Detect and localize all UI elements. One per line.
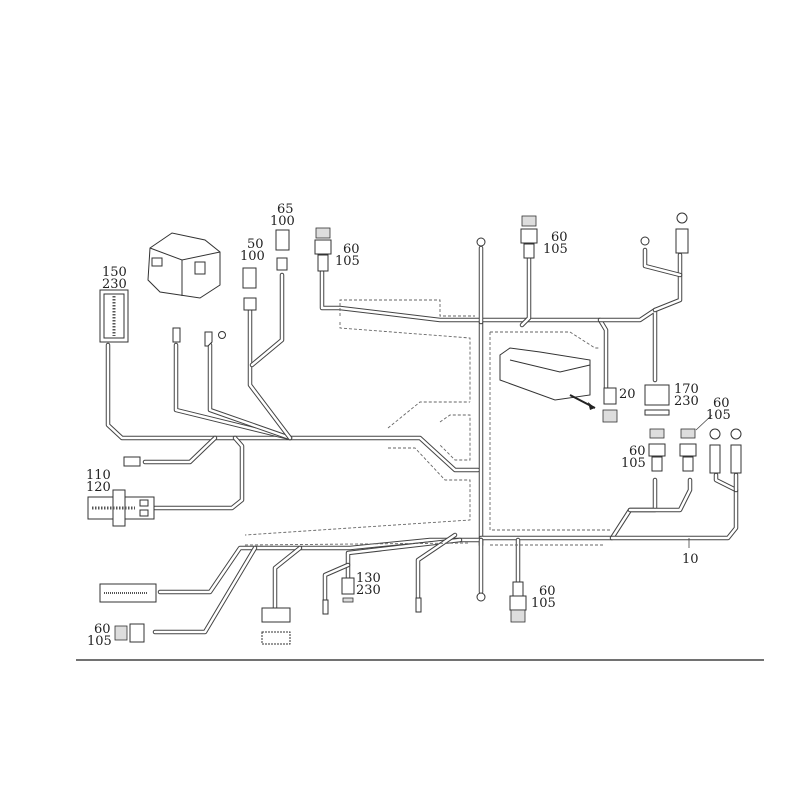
ring-terminal-right [676,212,688,224]
callout-20: 20 [619,387,636,402]
harness-wires [105,245,739,635]
ring-terminals-right [709,428,742,474]
callout-110: 110 [86,468,111,483]
connector-65-100 [275,229,290,271]
callout-105: 105 [335,254,360,269]
callout-60: 60 [343,242,360,257]
ring-terminal-top [476,237,486,247]
callout-60: 60 [713,396,730,411]
connector-20 [602,387,618,423]
callout-230: 230 [102,277,127,292]
angled-plug-connector [204,331,213,347]
connector-110-120 [87,489,155,527]
callout-60: 60 [551,230,568,245]
callout-60: 60 [94,622,111,637]
callout-105: 105 [706,408,731,423]
callout-100: 100 [240,249,265,264]
connector-60-105-top-mid [520,215,538,259]
rect-connector-bottom [261,607,291,645]
connector-60-105-top-left [314,227,332,272]
connector-150-230 [99,289,129,343]
callout-105: 105 [531,596,556,611]
connector-130-230 [341,577,355,603]
callout-labels: 150 230 50 100 65 100 60 105 60 105 20 1… [86,202,731,649]
callout-50: 50 [247,237,264,252]
callout-105: 105 [543,242,568,257]
connector-50-100 [242,267,257,311]
callout-120: 120 [86,480,111,495]
callout-230: 230 [674,394,699,409]
small-plug-connector [172,327,181,343]
callout-105: 105 [621,456,646,471]
callout-100b: 100 [270,214,295,229]
routing-dashed-lines [244,299,610,546]
callout-130: 130 [356,571,381,586]
ring-terminal-bottom [476,592,486,602]
connector-60-105-bottom-mid [509,581,527,623]
callout-170: 170 [674,382,699,397]
cylinder-connector [675,228,689,254]
pin-terminal-left [322,599,329,615]
callout-60: 60 [629,444,646,459]
small-plug-left [123,456,141,467]
callout-105: 105 [87,634,112,649]
ring-terminal-small [640,236,650,246]
header-connector [99,583,157,603]
pin-terminal-right [415,597,422,613]
callout-10: 10 [682,552,699,567]
control-unit-box [147,232,221,299]
connector-170-230 [644,384,670,416]
callout-65: 65 [277,202,294,217]
callout-150: 150 [102,265,127,280]
callout-60: 60 [539,584,556,599]
ring-terminal [218,331,226,339]
relay-box [499,347,596,410]
callout-230: 230 [356,583,381,598]
connector-60-105-right-pair [648,414,713,472]
connector-60-105-bottom-left [114,623,145,643]
